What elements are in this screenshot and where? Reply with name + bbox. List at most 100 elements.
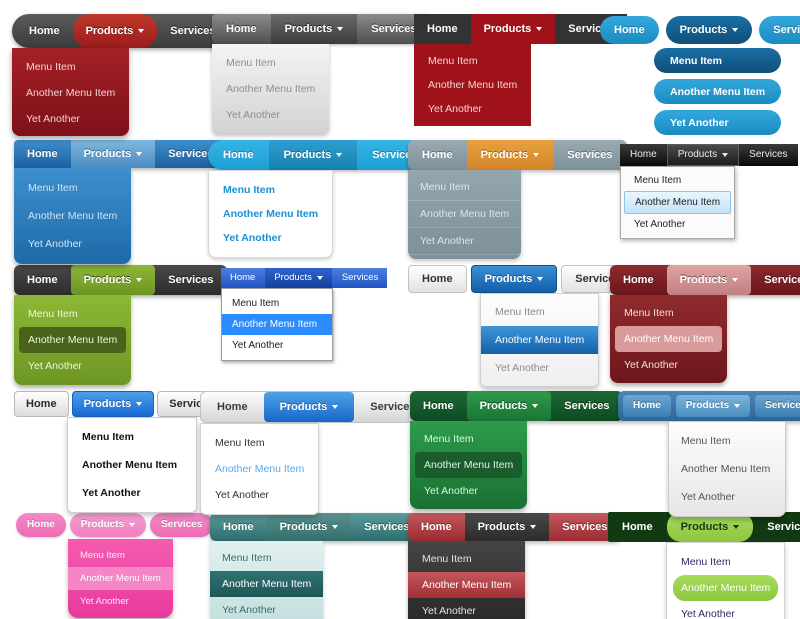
menu-item-1[interactable]: Menu Item	[232, 297, 280, 309]
nav-item-home[interactable]: Home	[221, 268, 264, 288]
menu-item-3[interactable]: Yet Another	[215, 489, 269, 501]
menu-item-3[interactable]: Yet Another	[654, 110, 782, 135]
nav-item-services[interactable]: Services	[357, 140, 432, 170]
menu-item-3[interactable]: Yet Another	[80, 596, 129, 607]
nav-item-home[interactable]: Home	[208, 140, 269, 170]
nav-item-home[interactable]: Home	[210, 513, 267, 541]
nav-item-home[interactable]: Home	[608, 512, 667, 542]
menu-item-2[interactable]: Another Menu Item	[222, 313, 332, 335]
menu-item-3[interactable]: Yet Another	[26, 113, 80, 125]
nav-item-home[interactable]: Home	[14, 140, 71, 168]
menu-item-2[interactable]: Another Menu Item	[68, 567, 173, 590]
menu-item-3[interactable]: Yet Another	[408, 228, 522, 255]
nav-item-home[interactable]: Home	[408, 265, 467, 293]
nav-item-products[interactable]: Products	[470, 265, 558, 293]
menu-item-2[interactable]: Another Menu Item	[681, 463, 771, 475]
nav-item-services[interactable]: Services	[150, 513, 214, 537]
menu-item-3[interactable]: Yet Another	[424, 485, 478, 497]
nav-item-products[interactable]: Products	[270, 14, 358, 44]
nav-item-home[interactable]: Home	[600, 16, 659, 44]
nav-item-services[interactable]: Services	[555, 14, 626, 44]
menu-item-2[interactable]: Another Menu Item	[226, 83, 316, 95]
nav-item-home[interactable]: Home	[410, 391, 467, 421]
menu-item-3[interactable]: Yet Another	[422, 605, 476, 617]
nav-item-products[interactable]: Products	[72, 14, 158, 48]
menu-item-2[interactable]: Another Menu Item	[654, 79, 782, 104]
nav-item-home[interactable]: Home	[620, 144, 667, 166]
menu-item-2[interactable]: Another Menu Item	[408, 572, 526, 598]
menu-item-1[interactable]: Menu Item	[428, 55, 478, 67]
menu-item-3[interactable]: Yet Another	[681, 608, 735, 619]
menu-item-2[interactable]: Another Menu Item	[82, 459, 178, 471]
nav-item-products[interactable]: Products	[266, 513, 352, 541]
menu-item-2[interactable]: Another Menu Item	[28, 210, 118, 222]
menu-item-1[interactable]: Menu Item	[424, 433, 474, 445]
nav-item-products[interactable]: Products	[665, 16, 753, 44]
menu-item-1[interactable]: Menu Item	[681, 556, 731, 568]
menu-item-1[interactable]: Menu Item	[654, 48, 782, 73]
nav-item-products[interactable]: Products	[70, 140, 156, 168]
nav-item-home[interactable]: Home	[408, 513, 465, 541]
menu-item-1[interactable]: Menu Item	[634, 175, 682, 186]
nav-item-services[interactable]: Services	[755, 395, 800, 417]
nav-item-products[interactable]: Products	[470, 14, 556, 44]
menu-item-1[interactable]: Menu Item	[222, 552, 272, 564]
nav-item-home[interactable]: Home	[212, 14, 271, 44]
nav-item-services[interactable]: Services	[333, 268, 387, 288]
menu-item-3[interactable]: Yet Another	[681, 491, 735, 503]
menu-item-1[interactable]: Menu Item	[82, 431, 134, 443]
menu-item-2[interactable]: Another Menu Item	[223, 208, 319, 220]
menu-item-2[interactable]: Another Menu Item	[615, 326, 723, 352]
menu-item-3[interactable]: Yet Another	[226, 109, 280, 121]
nav-item-home[interactable]: Home	[623, 395, 671, 417]
nav-item-products[interactable]: Products	[466, 140, 554, 170]
menu-item-3[interactable]: Yet Another	[634, 219, 686, 230]
nav-item-services[interactable]: Services	[155, 140, 226, 168]
nav-item-home[interactable]: Home	[201, 392, 264, 422]
nav-item-products[interactable]: Products	[666, 265, 752, 295]
menu-item-1[interactable]: Menu Item	[408, 174, 522, 201]
menu-item-1[interactable]: Menu Item	[422, 553, 472, 565]
nav-item-products[interactable]: Products	[69, 513, 147, 537]
menu-item-1[interactable]: Menu Item	[80, 550, 125, 561]
menu-item-3[interactable]: Yet Another	[28, 360, 82, 372]
nav-item-services[interactable]: Services	[739, 144, 797, 166]
menu-item-3[interactable]: Yet Another	[222, 604, 276, 616]
nav-item-services[interactable]: Services	[549, 513, 620, 541]
menu-item-1[interactable]: Menu Item	[26, 61, 76, 73]
nav-item-products[interactable]: Products	[666, 512, 754, 542]
nav-item-products[interactable]: Products	[268, 140, 358, 170]
nav-item-services[interactable]: Services	[551, 391, 622, 421]
menu-item-1[interactable]: Menu Item	[226, 57, 276, 69]
menu-item-1[interactable]: Menu Item	[495, 306, 545, 318]
menu-item-2[interactable]: Another Menu Item	[415, 452, 523, 478]
nav-item-products[interactable]: Products	[263, 392, 355, 422]
menu-item-2[interactable]: Another Menu Item	[408, 201, 522, 228]
nav-item-services[interactable]: Services	[553, 140, 626, 170]
nav-item-home[interactable]: Home	[14, 391, 69, 417]
nav-item-home[interactable]: Home	[414, 14, 471, 44]
menu-item-1[interactable]: Menu Item	[624, 307, 674, 319]
nav-item-services[interactable]: Services	[354, 392, 431, 422]
menu-item-3[interactable]: Yet Another	[428, 103, 482, 115]
menu-item-3[interactable]: Yet Another	[223, 232, 282, 244]
nav-item-home[interactable]: Home	[16, 513, 66, 537]
nav-item-products[interactable]: Products	[675, 395, 751, 417]
menu-item-3[interactable]: Yet Another	[232, 339, 284, 351]
nav-item-products[interactable]: Products	[71, 391, 155, 417]
menu-item-1[interactable]: Menu Item	[28, 308, 78, 320]
menu-item-2[interactable]: Another Menu Item	[624, 191, 732, 214]
menu-item-1[interactable]: Menu Item	[681, 435, 731, 447]
nav-item-services[interactable]: Services	[751, 265, 800, 295]
menu-item-1[interactable]: Menu Item	[215, 437, 265, 449]
nav-item-services[interactable]: Services	[357, 14, 430, 44]
nav-item-services[interactable]: Services	[351, 513, 422, 541]
menu-item-1[interactable]: Menu Item	[28, 182, 78, 194]
nav-item-products[interactable]: Products	[265, 267, 332, 288]
nav-item-products[interactable]: Products	[666, 144, 740, 166]
nav-item-home[interactable]: Home	[16, 14, 73, 48]
menu-item-2[interactable]: Another Menu Item	[26, 87, 116, 99]
nav-item-home[interactable]: Home	[610, 265, 667, 295]
nav-item-products[interactable]: Products	[70, 265, 156, 295]
nav-item-home[interactable]: Home	[408, 140, 467, 170]
